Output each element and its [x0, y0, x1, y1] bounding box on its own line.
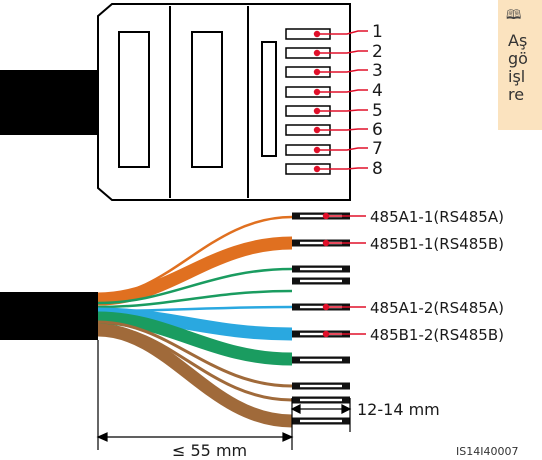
pin-number: 7 — [372, 139, 383, 159]
jacket-length-label: ≤ 55 mm — [172, 441, 247, 460]
book-icon: 🕮 — [506, 8, 522, 23]
wire — [97, 323, 293, 428]
connector-cable — [0, 70, 98, 135]
conductor-strand — [300, 358, 342, 362]
note-line: re — [508, 85, 525, 104]
note-line: işl — [508, 67, 526, 86]
pin-number: 6 — [372, 120, 383, 140]
pin-callout-line — [317, 167, 368, 170]
wire-label: 485A1-1(RS485A) — [370, 208, 504, 226]
pin-number: 2 — [372, 42, 383, 62]
pin-number: 8 — [372, 159, 383, 179]
note-box: 🕮 Aş gö işl re — [498, 0, 542, 130]
wire-label: 485A1-2(RS485A) — [370, 299, 504, 317]
conductor-strand — [300, 398, 342, 402]
strip-length-label: 12-14 mm — [357, 400, 440, 419]
conductor-strand — [300, 384, 342, 388]
pin-number: 4 — [372, 81, 383, 101]
pin-callout-line — [317, 128, 368, 131]
wire — [97, 289, 293, 309]
conductor-strand — [300, 267, 342, 271]
pin-callout-line — [317, 89, 368, 93]
pin-callout-line — [317, 69, 368, 73]
wire — [97, 267, 293, 305]
pin-number: 1 — [372, 22, 383, 42]
note-line: gö — [508, 49, 528, 68]
conductor-strand — [300, 332, 342, 336]
pin-number: 3 — [372, 61, 383, 81]
figure-code: IS14I40007 — [456, 445, 518, 458]
conductor-strand — [300, 305, 342, 309]
wire — [97, 236, 293, 306]
wire-callouts: 485A1-1(RS485A) 485B1-1(RS485B) 485A1-2(RS… — [322, 208, 504, 344]
wire-label: 485B1-1(RS485B) — [370, 235, 504, 253]
wire — [97, 320, 293, 388]
pin-callout-line — [317, 30, 368, 35]
cable-jacket — [0, 292, 98, 340]
conductor-strand — [300, 214, 342, 218]
wire — [97, 311, 293, 366]
pin-number: 5 — [372, 101, 383, 121]
conductor-strand — [300, 419, 342, 423]
pin-callout-line — [317, 50, 368, 54]
pin-callout-line — [317, 109, 368, 112]
pin-contacts — [285, 28, 331, 175]
conductor-strand — [300, 241, 342, 245]
conductor-strand — [300, 279, 342, 283]
jacket-length-dimension — [96, 340, 294, 450]
pin-callout-line — [317, 147, 368, 151]
strip-length-dimension — [290, 398, 352, 432]
note-line: Aş — [508, 31, 528, 50]
wires — [97, 212, 350, 428]
wire-label: 485B1-2(RS485B) — [370, 326, 504, 344]
note-text: Aş gö işl re — [508, 32, 542, 104]
